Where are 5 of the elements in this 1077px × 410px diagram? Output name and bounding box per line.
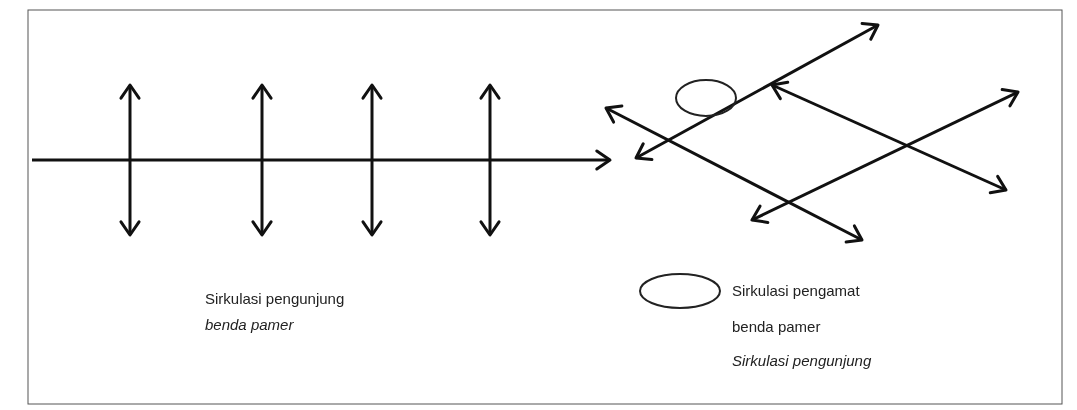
caption-text: Sirkulasi pengunjung [732,352,872,369]
caption-text: benda pamer [732,318,821,335]
caption-text: Sirkulasi pengunjung [205,290,345,307]
legend-text: Sirkulasi pengamat [732,282,860,299]
caption-text: benda pamer [205,316,294,333]
